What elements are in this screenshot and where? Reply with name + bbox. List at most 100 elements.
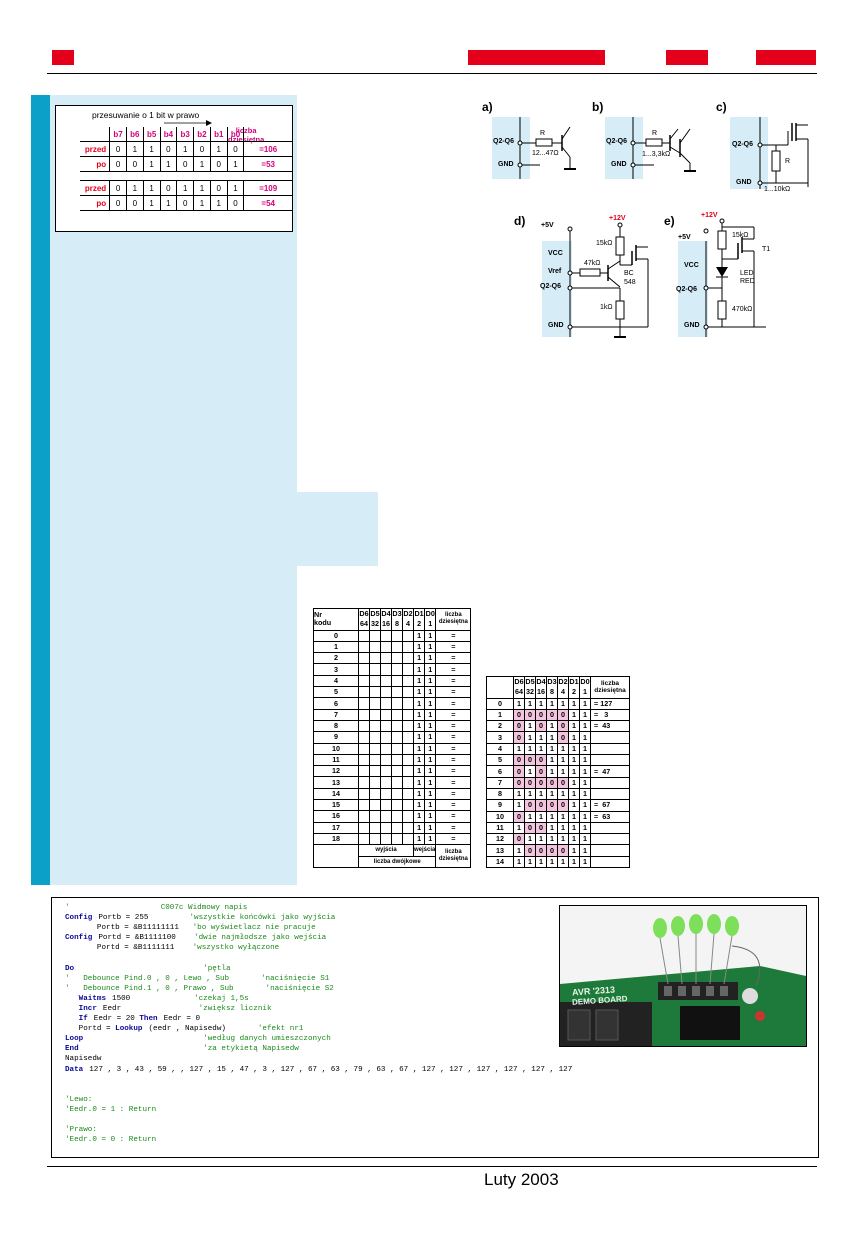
empty-cell: [380, 753, 392, 767]
code-token: [65, 995, 79, 1003]
filled-bit: 0: [535, 821, 547, 835]
empty-row-number: 8: [313, 719, 359, 733]
shift-bit: 1: [142, 141, 161, 157]
filled-bit: 1: [535, 697, 547, 710]
empty-cell: [369, 629, 381, 642]
code-token: [80, 965, 203, 973]
filled-bit: 1: [513, 742, 525, 756]
shift-bit: 1: [193, 195, 211, 211]
circuit-d-pin: Q2-Q6: [540, 283, 562, 290]
filled-h1: D4: [535, 676, 547, 688]
filled-bit: 1: [535, 731, 547, 744]
empty-bit-d1: 1: [412, 742, 426, 755]
filled-bit: 0: [535, 720, 547, 733]
empty-h2: 4: [402, 619, 414, 631]
shift-row-label: przed: [80, 141, 110, 157]
code-token: 'efekt nr1: [257, 1025, 304, 1034]
code-token: [65, 1015, 79, 1023]
filled-row-number: 1: [486, 708, 514, 722]
filled-bit: 1: [579, 799, 591, 812]
empty-header-bit: D4: [380, 608, 392, 620]
filled-row-number: 3: [486, 731, 514, 744]
filled-bit: 1: [524, 742, 536, 756]
empty-cell: [358, 821, 370, 834]
filled-bit: 0: [524, 844, 536, 857]
header-rule: [47, 73, 817, 74]
empty-eq: =: [435, 640, 472, 654]
filled-bit: 1: [524, 787, 536, 801]
empty-cell: [369, 719, 381, 733]
empty-cell: [380, 799, 392, 812]
empty-cell: [358, 652, 370, 665]
shift-bit: 1: [193, 180, 211, 196]
shift-bit: 0: [193, 141, 211, 157]
filled-bit: 1: [568, 720, 580, 733]
empty-corner-top: Nr: [314, 610, 322, 620]
filled-h1: D2: [557, 676, 569, 688]
filled-value: [590, 833, 630, 846]
empty-header-bit: D6: [358, 608, 370, 620]
filled-bit: 0: [513, 731, 525, 744]
empty-cell: [380, 697, 392, 710]
empty-bit-d0: 1: [424, 753, 437, 767]
empty-cell: [391, 742, 403, 755]
empty-bit-d1: 1: [412, 799, 426, 812]
filled-bit: 1: [579, 697, 591, 710]
filled-bit: 0: [557, 844, 569, 857]
circuit-e-pin: Q2-Q6: [676, 286, 698, 293]
callout-box: [296, 492, 378, 566]
empty-cell: [391, 719, 403, 733]
shift-table-box: przesuwanie o 1 bit w prawo liczba dzies…: [55, 105, 293, 232]
shift-bit: 0: [125, 195, 144, 211]
empty-cell: [358, 674, 370, 688]
shift-bit: 1: [193, 156, 211, 172]
empty-row-number: 16: [313, 810, 359, 823]
code-token: 'za etykietą Napisedw: [203, 1045, 299, 1054]
filled-bit: 0: [535, 799, 547, 812]
empty-bit-d1: 1: [412, 652, 426, 665]
circuit-d-gnd: GND: [548, 322, 564, 329]
empty-foot-in: wejścia: [412, 844, 437, 857]
empty-cell: [402, 652, 414, 665]
empty-cell: [402, 697, 414, 710]
circuit-e-t: T1: [762, 246, 771, 253]
empty-row-number: 18: [313, 832, 359, 846]
empty-cell: [358, 629, 370, 642]
empty-cell: [402, 663, 414, 676]
code-token: [65, 1086, 74, 1094]
empty-bit-d1: 1: [412, 674, 426, 688]
empty-row-number: 14: [313, 787, 359, 801]
empty-cell: [402, 832, 414, 846]
empty-bit-d1: 1: [412, 719, 426, 733]
empty-cell: [369, 821, 381, 834]
filled-bit: 0: [513, 765, 525, 778]
filled-bit: 0: [535, 754, 547, 767]
empty-cell: [391, 629, 403, 642]
circuit-a-pin: Q2-Q6: [493, 138, 515, 145]
code-token: Data: [65, 1065, 84, 1074]
empty-cell: [369, 708, 381, 721]
code-token: 'wszystko wyłączone: [192, 944, 280, 953]
circuit-d-r3: 1kΩ: [600, 304, 613, 311]
empty-bit-d1: 1: [412, 753, 426, 767]
code-token: Incr: [78, 1004, 97, 1013]
filled-h2: 2: [568, 687, 580, 699]
empty-cell: [391, 674, 403, 688]
empty-cell: [391, 708, 403, 721]
shift-bit: 1: [142, 195, 161, 211]
empty-bit-d0: 1: [424, 674, 437, 688]
shift-bit: 1: [209, 195, 228, 211]
shift-bit: 0: [109, 156, 127, 172]
filled-bit: 1: [579, 742, 591, 756]
circuit-c-label: c): [716, 100, 727, 114]
